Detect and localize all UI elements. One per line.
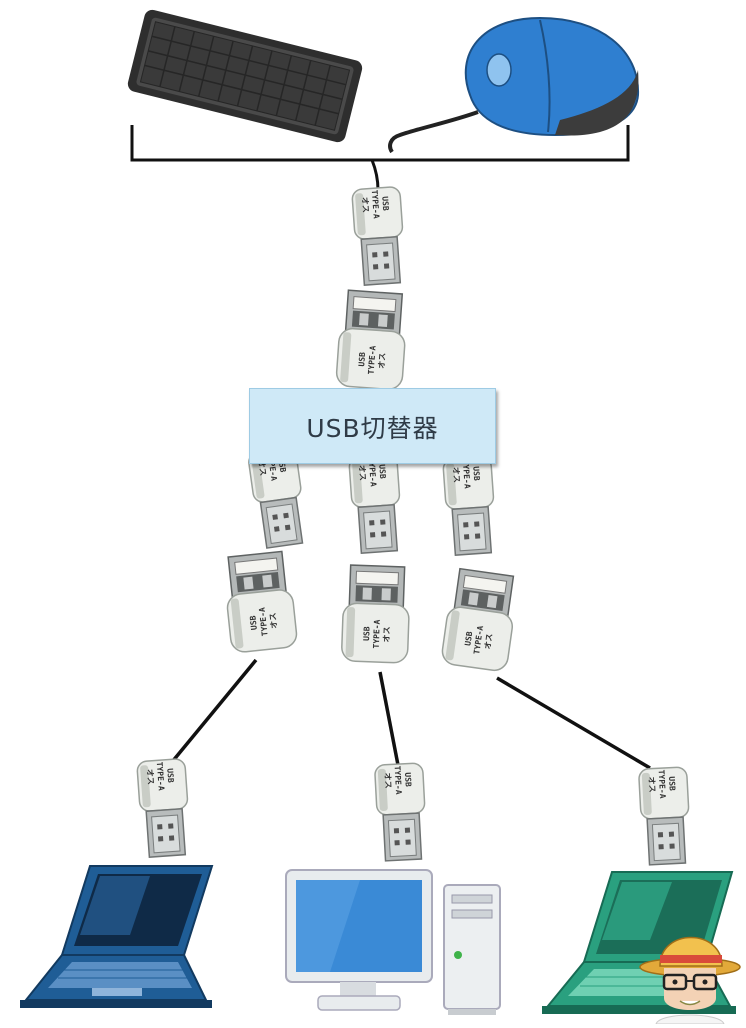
svg-text:TYPE-A: TYPE-A (472, 625, 485, 655)
svg-text:オス: オス (647, 776, 657, 792)
switch-input-female-plug: USB TYPE-A オス (334, 289, 410, 391)
svg-text:USB: USB (463, 631, 474, 647)
svg-text:オス: オス (382, 626, 392, 642)
svg-text:オス: オス (145, 769, 155, 786)
svg-text:TYPE-A: TYPE-A (155, 761, 166, 791)
cable-female-plug-3: USB TYPE-A オス (439, 567, 521, 673)
svg-text:USB: USB (277, 457, 288, 473)
svg-text:USB: USB (403, 772, 413, 787)
mouse (388, 16, 640, 154)
laptop-blue (20, 865, 214, 1008)
switch-output-male-plug-2: USB TYPE-A オス (347, 453, 405, 555)
cable-female-plug-2: USB TYPE-A オス (340, 564, 412, 664)
svg-text:オス: オス (268, 612, 279, 629)
svg-text:USB: USB (377, 464, 387, 479)
input-male-plug: USB TYPE-A オス (350, 185, 408, 287)
svg-text:TYPE-A: TYPE-A (367, 457, 378, 487)
svg-text:USB: USB (471, 466, 481, 481)
plug-text-usb: USB (380, 196, 390, 211)
svg-text:オス: オス (383, 772, 393, 788)
svg-text:オス: オス (377, 352, 387, 369)
output-cables (170, 658, 651, 770)
plug-text-type: TYPE-A (370, 189, 381, 219)
avatar (639, 936, 741, 1025)
switch-output-male-plug-3: USB TYPE-A オス (441, 455, 499, 557)
svg-text:TYPE-A: TYPE-A (258, 607, 270, 637)
svg-text:オス: オス (257, 459, 268, 476)
svg-text:オス: オス (451, 467, 461, 484)
switch-label: USB切替器 (306, 414, 439, 443)
svg-text:TYPE-A: TYPE-A (461, 459, 472, 489)
svg-text:オス: オス (357, 465, 367, 482)
computer-male-plug-3: USB TYPE-A オス (637, 766, 693, 866)
svg-text:USB: USB (667, 776, 677, 791)
svg-text:TYPE-A: TYPE-A (367, 345, 378, 375)
svg-text:USB: USB (380, 196, 390, 211)
svg-text:USB: USB (362, 626, 372, 641)
svg-text:TYPE-A: TYPE-A (370, 189, 381, 219)
svg-text:USB: USB (165, 768, 175, 783)
svg-text:TYPE-A: TYPE-A (393, 765, 404, 795)
usb-switch-box: USB切替器 (249, 388, 496, 464)
svg-text:TYPE-A: TYPE-A (372, 619, 382, 648)
desktop-pc (285, 869, 501, 1015)
computer-male-plug-2: USB TYPE-A オス (373, 762, 429, 862)
svg-text:TYPE-A: TYPE-A (657, 769, 668, 799)
svg-text:USB: USB (248, 615, 258, 630)
svg-text:USB: USB (357, 352, 367, 367)
svg-text:オス: オス (360, 197, 370, 214)
computer-male-plug-1: USB TYPE-A オス (135, 757, 193, 859)
keyboard (127, 9, 363, 143)
plug-text-male: オス (360, 197, 370, 214)
cable-female-plug-1: USB TYPE-A オス (221, 550, 299, 654)
svg-text:オス: オス (483, 633, 494, 650)
